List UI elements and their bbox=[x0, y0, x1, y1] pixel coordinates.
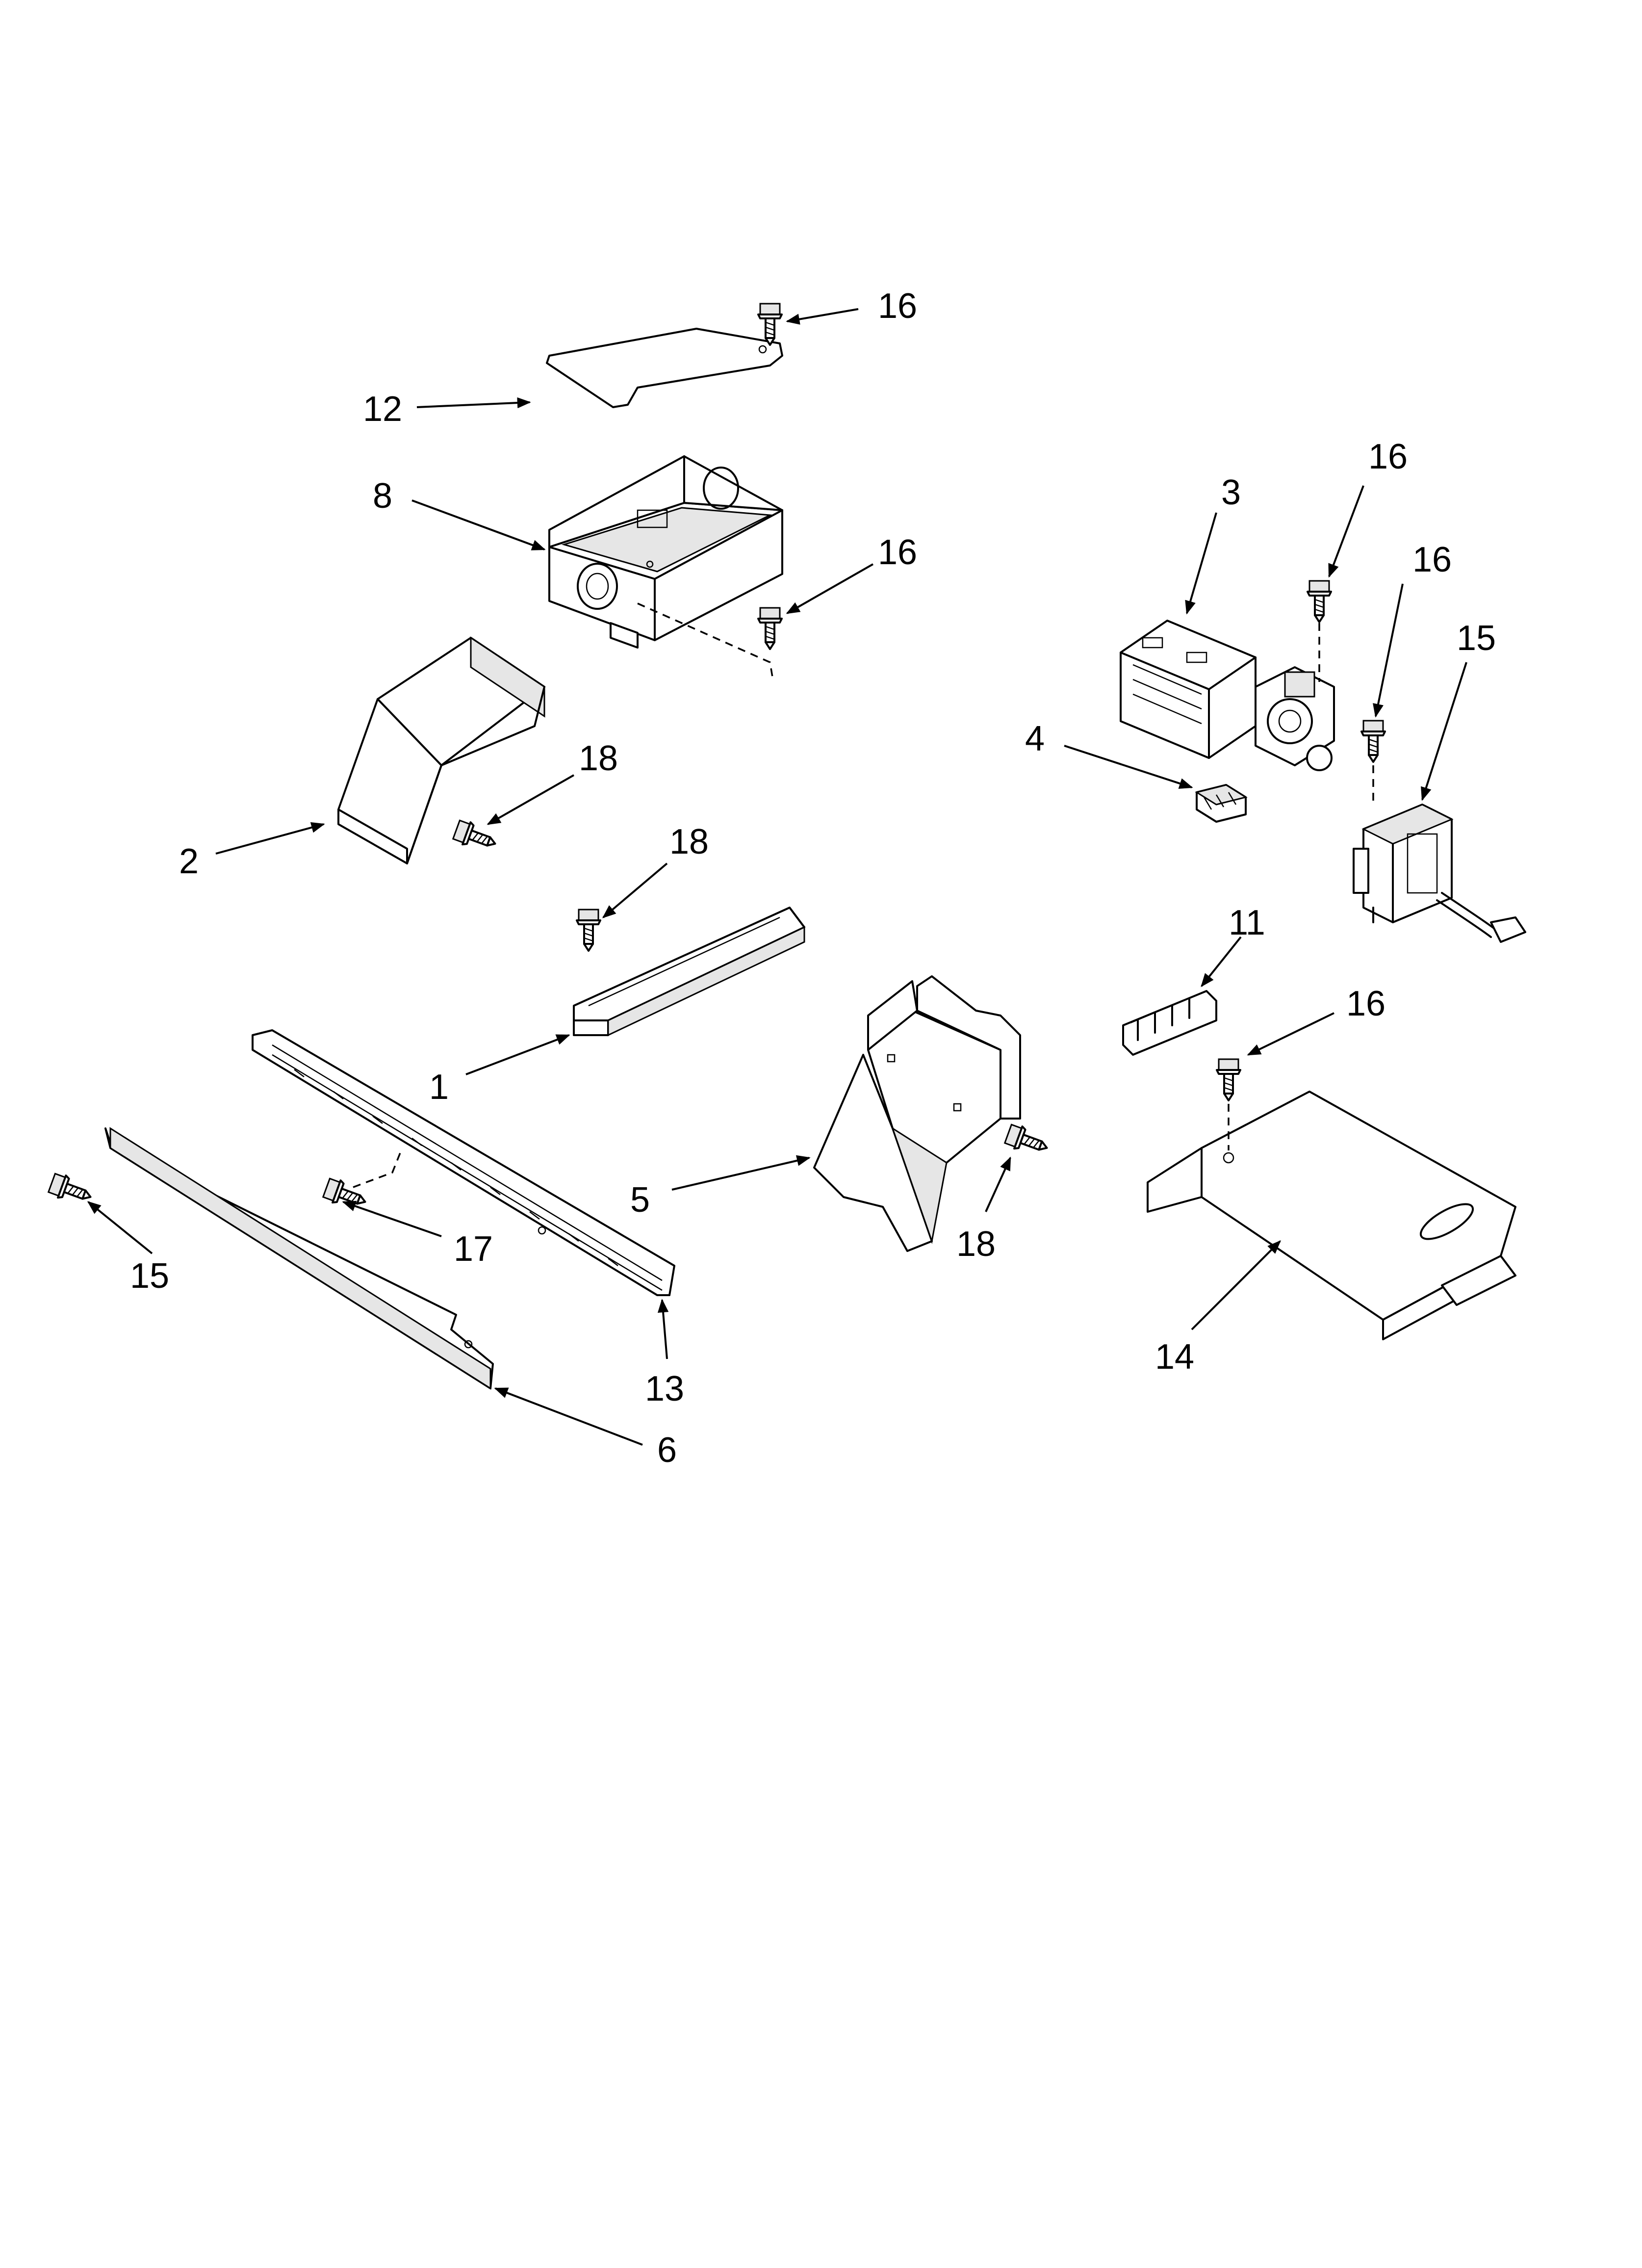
callout-15-left: 15 bbox=[130, 1256, 169, 1296]
part-8-electrical-box bbox=[548, 455, 783, 649]
screw-15-left bbox=[47, 1171, 96, 1209]
leader-lines bbox=[87, 308, 1467, 1446]
callout-18-duct: 18 bbox=[579, 739, 618, 778]
screw-16-valve bbox=[1307, 580, 1332, 623]
part-3-valve-assembly bbox=[1120, 620, 1335, 771]
part-15-transformer bbox=[1353, 804, 1526, 943]
screw-18-duct bbox=[451, 817, 500, 856]
callout-13: 13 bbox=[645, 1369, 684, 1408]
callout-12: 12 bbox=[363, 390, 402, 429]
callout-8: 8 bbox=[373, 476, 392, 516]
callout-16-box: 16 bbox=[878, 533, 917, 572]
callout-2: 2 bbox=[179, 842, 199, 881]
screw-16-base bbox=[1216, 1058, 1241, 1101]
part-12-cover-plate bbox=[546, 328, 783, 408]
callout-3: 3 bbox=[1221, 473, 1241, 512]
callout-18-bracket: 18 bbox=[956, 1225, 996, 1264]
part-2-duct bbox=[337, 636, 545, 864]
screw-16-top bbox=[757, 303, 783, 346]
screw-18-bracket bbox=[1003, 1121, 1052, 1160]
part-5-bracket bbox=[813, 975, 1021, 1252]
screw-18-channel bbox=[576, 909, 601, 952]
callout-6: 6 bbox=[657, 1431, 677, 1470]
callout-5: 5 bbox=[630, 1180, 650, 1220]
callout-16-transformer: 16 bbox=[1412, 540, 1452, 579]
callout-14: 14 bbox=[1155, 1337, 1194, 1377]
callout-labels: 16 12 8 16 16 3 16 15 4 2 18 18 1 11 16 … bbox=[130, 287, 1496, 1470]
part-13-rail bbox=[252, 1029, 675, 1296]
callout-16-valve: 16 bbox=[1368, 437, 1408, 476]
part-4-connector bbox=[1195, 784, 1248, 823]
part-6-trim bbox=[104, 1127, 494, 1390]
callout-17: 17 bbox=[454, 1229, 493, 1269]
screw-16-transformer bbox=[1360, 720, 1386, 763]
callout-11: 11 bbox=[1229, 903, 1265, 942]
callout-16-base: 16 bbox=[1346, 984, 1385, 1023]
callout-16-top: 16 bbox=[878, 287, 917, 326]
part-1-channel bbox=[573, 907, 805, 1037]
callout-15-right: 15 bbox=[1457, 619, 1496, 658]
callout-18-channel: 18 bbox=[669, 822, 709, 861]
part-14-base-plate bbox=[1147, 1091, 1516, 1340]
screw-17 bbox=[321, 1175, 370, 1214]
callout-4: 4 bbox=[1025, 719, 1045, 758]
part-11-terminal-block bbox=[1122, 990, 1217, 1056]
callout-1: 1 bbox=[429, 1068, 449, 1107]
screw-16-box bbox=[757, 607, 783, 650]
